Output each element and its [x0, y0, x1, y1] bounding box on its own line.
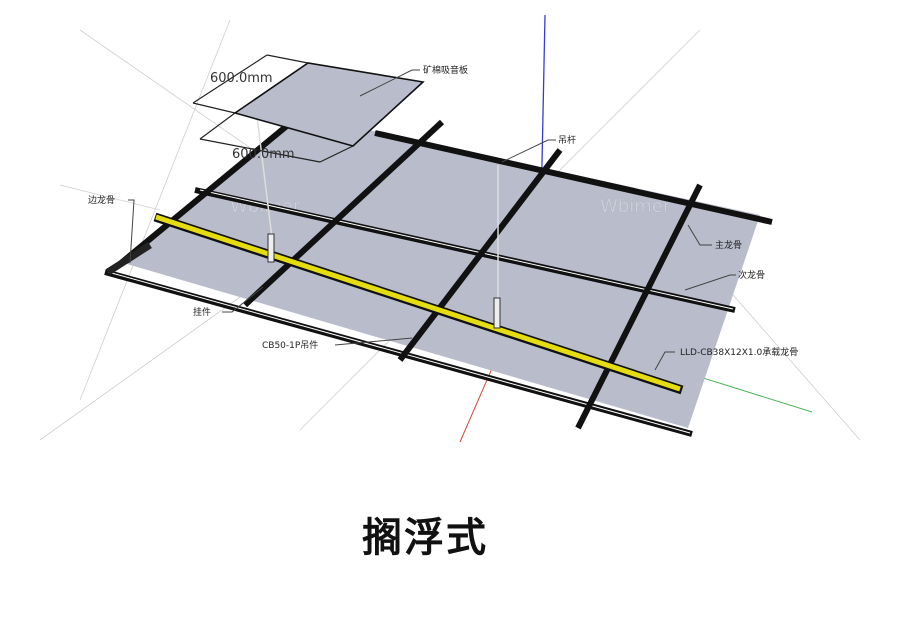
label-rod: 吊杆 [558, 134, 576, 146]
label-main-runner: 主龙骨 [715, 239, 742, 251]
hanger-rods [254, 99, 501, 329]
label-panel: 矿棉吸音板 [423, 64, 468, 76]
ceiling-panels [120, 115, 760, 428]
watermark: Wbimer [600, 196, 671, 217]
leader-lines [128, 69, 736, 371]
label-cross-runner: 次龙骨 [738, 269, 765, 281]
label-clip: 挂件 [193, 306, 211, 318]
main-runners [113, 112, 703, 430]
dimension-depth: 600.0mm [232, 147, 295, 162]
carrying-channel-face [155, 214, 681, 392]
edge-runner [106, 242, 152, 275]
dimension-lines [192, 54, 354, 163]
runner-highlights [107, 189, 734, 434]
label-hanger: CB50-1P吊件 [262, 339, 318, 351]
mineral-wool-panel [233, 62, 425, 147]
diagram-title: 搁浮式 [362, 515, 488, 561]
label-edge-runner: 边龙骨 [88, 194, 115, 206]
dimension-width: 600.0mm [210, 71, 273, 86]
label-carrying-channel: LLD-CB38X12X1.0承载龙骨 [680, 346, 798, 358]
